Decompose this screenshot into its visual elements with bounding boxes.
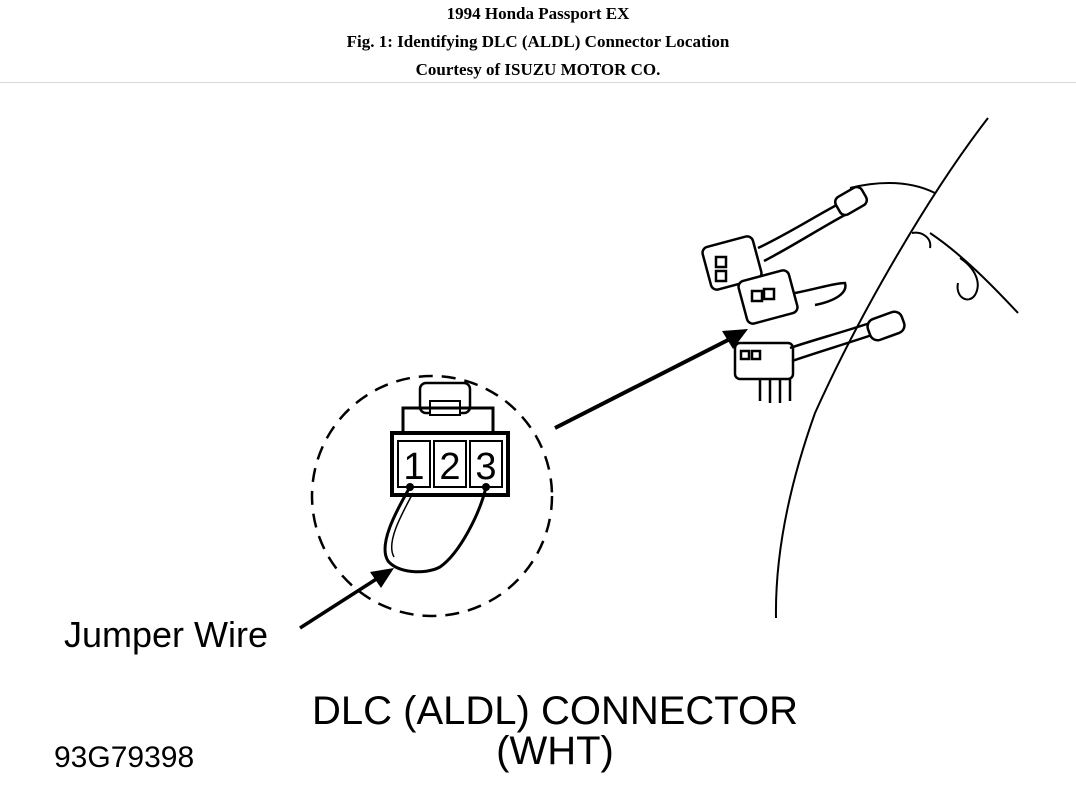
connector-diagram: 1 2 3 [0,83,1076,788]
vehicle-title: 1994 Honda Passport EX [446,4,630,23]
dlc-connector-closeup: 1 2 3 [383,381,510,574]
courtesy-line: Courtesy of ISUZU MOTOR CO. [415,60,661,79]
pin-2-label: 2 [439,446,460,488]
vehicle-dash-outline [774,117,1019,619]
magnify-circle [310,374,554,618]
connector-color: (WHT) [496,729,614,773]
diagram-drawing: 1 2 3 [299,117,1019,630]
figure-caption: Fig. 1: Identifying DLC (ALDL) Connector… [346,32,730,51]
figure-code: 93G79398 [54,741,195,774]
pin-3-label: 3 [475,446,496,488]
jumper-arrow [299,568,394,630]
pin-1-label: 1 [403,446,424,488]
connector-cluster [701,185,906,403]
jumper-wire-loop [383,486,488,574]
connector-title: DLC (ALDL) CONNECTOR [312,689,798,733]
figure-header: 1994 Honda Passport EX Fig. 1: Identifyi… [0,0,1076,83]
leader-arrow [554,329,748,430]
jumper-wire-label: Jumper Wire [64,614,269,655]
